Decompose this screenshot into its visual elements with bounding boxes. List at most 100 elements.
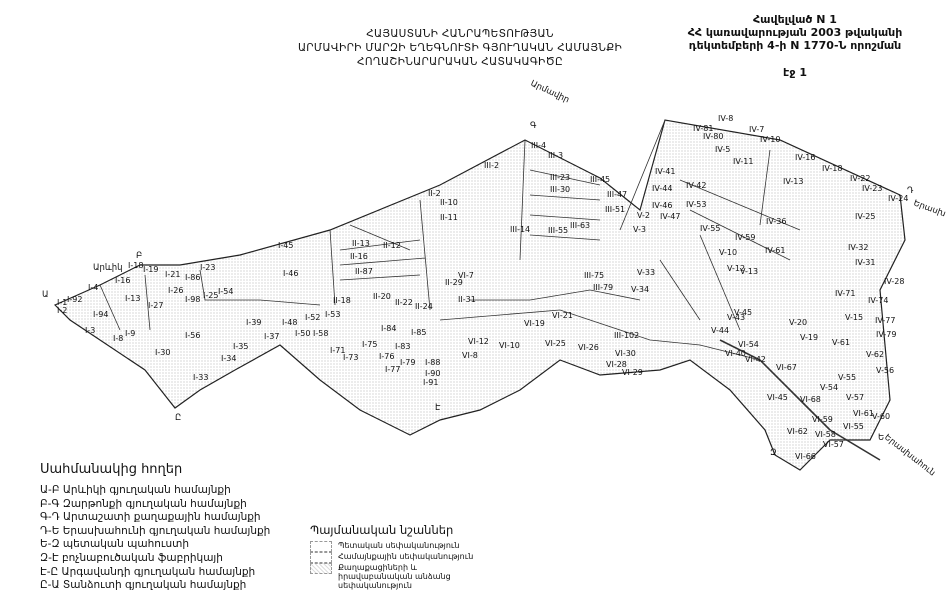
parcel-label: I-76 (379, 352, 394, 361)
parcel-label: VI-8 (462, 351, 478, 360)
place-arevik: Արևիկ (93, 263, 123, 273)
parcel-label: I-84 (381, 324, 396, 333)
corner-letter: Ե (878, 433, 884, 443)
parcel-label: IV-32 (848, 243, 868, 252)
parcel-label: V-10 (719, 248, 737, 257)
parcel-label: V-56 (876, 366, 894, 375)
parcel-label: VI-10 (499, 341, 520, 350)
parcel-label: I-1 (57, 298, 67, 307)
parcel-label: VI-25 (545, 339, 566, 348)
parcel-label: I-98 (185, 295, 200, 304)
parcel-label: II-18 (333, 296, 351, 305)
title-line: ԱՐՄԱՎԻՐԻ ՄԱՐԶԻ ԵՂԵԳՆՈՒՏԻ ԳՅՈՒՂԱԿԱՆ ՀԱՄԱՅ… (297, 42, 623, 54)
parcel-label: I-58 (313, 329, 328, 338)
parcel-label: IV-47 (660, 212, 680, 221)
parcel-label: III-2 (484, 161, 499, 170)
parcel-label: V-44 (711, 326, 729, 335)
parcel-label: V-54 (820, 383, 838, 392)
parcel-label: I-19 (143, 265, 158, 274)
parcel-label: I-90 (425, 369, 440, 378)
parcel-label: IV-24 (888, 194, 908, 203)
parcel-label: IV-31 (855, 258, 875, 267)
parcel-label: I-54 (218, 287, 233, 296)
parcel-label: I-35 (233, 342, 248, 351)
parcel-label: V-57 (846, 393, 864, 402)
parcel-label: V-55 (838, 373, 856, 382)
parcel-label: V-34 (631, 285, 649, 294)
parcel-label: IV-46 (652, 201, 672, 210)
parcel-label: IV-23 (862, 184, 882, 193)
parcel-label: I-79 (400, 358, 415, 367)
parcel-label: VI-12 (468, 337, 489, 346)
parcel-label: I-21 (165, 270, 180, 279)
corner-letter: Ա (42, 290, 49, 300)
parcel-label: III-75 (584, 271, 604, 280)
parcel-label: I-88 (425, 358, 440, 367)
parcel-label: I-92 (67, 295, 82, 304)
parcel-label: V-20 (789, 318, 807, 327)
parcel-label: IV-42 (686, 181, 706, 190)
legend-heading: Պայմանական նշաններ (310, 523, 454, 537)
annex-line: ՀՀ կառավարության 2003 թվականի (687, 26, 903, 39)
parcel-label: I-71 (330, 346, 345, 355)
parcel-label: II-29 (445, 278, 463, 287)
parcel-label: I-16 (115, 276, 130, 285)
parcel-label: III-79 (593, 283, 613, 292)
parcel-label: II-12 (383, 241, 401, 250)
parcel-label: V-43 (727, 313, 745, 322)
parcel-label: V-3 (633, 225, 646, 234)
parcel-label: II-24 (415, 302, 433, 311)
parcel-label: V-19 (800, 333, 818, 342)
parcel-label: IV-55 (700, 224, 720, 233)
parcel-label: IV-22 (850, 174, 870, 183)
title-line: ՀՈՂԱՇԻՆԱՐԱՐԱԿԱՆ ՀԱՏԱԿԱԳԻԾԸ (357, 56, 563, 68)
corner-letter: Ը (175, 413, 181, 423)
parcel-label: V-13 (740, 267, 758, 276)
parcel-label: III-51 (605, 205, 625, 214)
parcel-label: IV-13 (783, 177, 803, 186)
state-property-swatch (310, 541, 332, 552)
parcel-label: VI-7 (458, 271, 474, 280)
map-title: ՀԱՅԱՍՏԱՆԻ ՀԱՆՐԱՊԵՏՈՒԹՅԱՆ ԱՐՄԱՎԻՐԻ ՄԱՐԶԻ … (280, 27, 640, 69)
parcel-label: V-33 (637, 268, 655, 277)
parcel-label: I-2 (57, 306, 67, 315)
parcel-label: I-13 (125, 294, 140, 303)
parcel-label: I-52 (305, 313, 320, 322)
parcel-label: II-11 (440, 213, 458, 222)
parcel-label: IV-7 (749, 125, 764, 134)
private-property-swatch (310, 563, 332, 574)
parcel-label: V-12 (727, 264, 745, 273)
parcel-label: II-2 (428, 189, 441, 198)
annex-heading: Հավելված N 1 ՀՀ կառավարության 2003 թվակա… (650, 13, 940, 79)
corner-letter: Զ (770, 448, 777, 458)
legend-heading: Սահմանակից հողեր (40, 462, 183, 477)
legend-item: Ե-Զ պետական պահուստի (40, 538, 189, 551)
corner-letter: Գ (530, 121, 537, 131)
legend-item: Պետական սեփականություն (338, 541, 460, 550)
parcel-label: III-30 (550, 185, 570, 194)
parcel-label: IV-61 (765, 246, 785, 255)
legend-item: Ը-Ա Տանձուտի գյուղական համայնքի (40, 579, 247, 592)
parcel-label: IV-5 (715, 145, 730, 154)
legend-item: Գ-Դ Արտաշատի քաղաքային համայնքի (40, 511, 261, 524)
parcel-label: I-45 (278, 241, 293, 250)
parcel-label: VI-19 (524, 319, 545, 328)
parcel-label: IV-79 (876, 330, 896, 339)
parcel-label: VI-45 (767, 393, 788, 402)
parcel-label: VI-62 (787, 427, 808, 436)
parcel-label: I-26 (168, 286, 183, 295)
parcel-label: I-73 (343, 353, 358, 362)
parcel-label: I-37 (264, 332, 279, 341)
parcel-label: III-55 (548, 226, 568, 235)
parcel-label: IV-71 (835, 289, 855, 298)
parcel-label: II-10 (440, 198, 458, 207)
parcel-label: VI-59 (812, 415, 833, 424)
parcel-label: IV-11 (733, 157, 753, 166)
parcel-label: III-23 (550, 173, 570, 182)
parcel-label: VI-28 (606, 360, 627, 369)
legend-item: Համայնքային սեփականություն (338, 552, 474, 561)
place-yeraskh: Երասխ (912, 198, 947, 219)
parcel-label: III-14 (510, 225, 530, 234)
title-line: ՀԱՅԱՍՏԱՆԻ ՀԱՆՐԱՊԵՏՈՒԹՅԱՆ (366, 28, 554, 40)
